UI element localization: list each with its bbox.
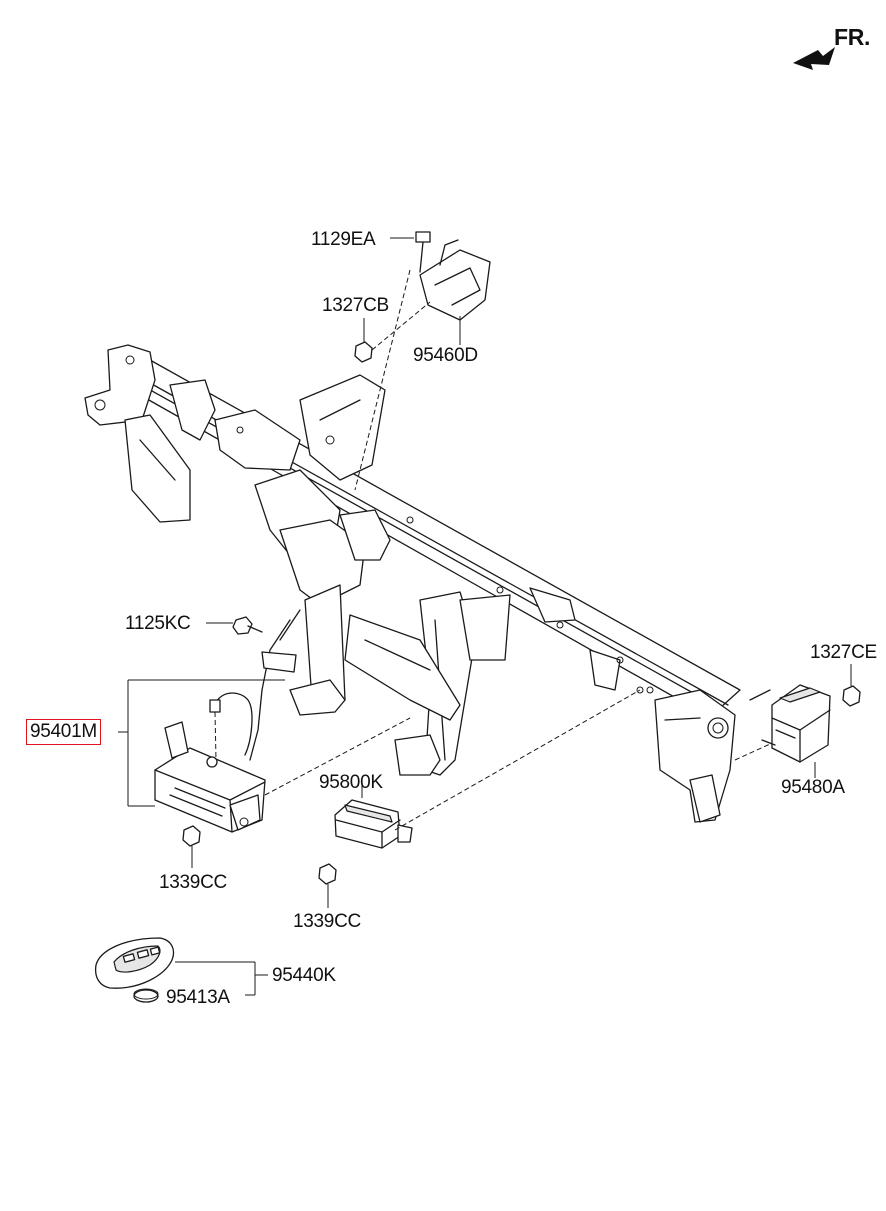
part-95460D-module: [419, 239, 491, 321]
part-95440K-smart-key: [94, 937, 268, 995]
part-95413A-battery: [133, 988, 255, 1003]
part-label-1327CE[interactable]: 1327CE: [810, 642, 877, 663]
part-95401M-module: [154, 609, 411, 868]
part-label-1339CC-a[interactable]: 1339CC: [159, 872, 227, 893]
part-label-1327CB[interactable]: 1327CB: [322, 295, 389, 316]
part-label-1125KC[interactable]: 1125KC: [125, 613, 191, 634]
part-label-95440K[interactable]: 95440K: [272, 965, 336, 986]
callout-95401M: [118, 679, 285, 807]
part-95480A-module: [734, 664, 861, 778]
cowl-cross-bar: [84, 344, 771, 823]
part-95800K-module: [318, 686, 644, 908]
orientation-label: FR.: [834, 24, 871, 50]
part-label-1129EA[interactable]: 1129EA: [311, 229, 376, 250]
part-label-95480A[interactable]: 95480A: [781, 777, 845, 798]
front-direction-arrow-icon: [793, 47, 835, 70]
part-label-95460D[interactable]: 95460D: [413, 345, 478, 366]
part-label-95401M[interactable]: 95401M: [26, 719, 101, 745]
nut-1327CB: [354, 301, 431, 363]
bolt-1129EA: [390, 231, 431, 273]
part-label-95800K[interactable]: 95800K: [319, 772, 383, 793]
part-label-95413A[interactable]: 95413A: [166, 987, 230, 1008]
part-label-1339CC-b[interactable]: 1339CC: [293, 911, 361, 932]
